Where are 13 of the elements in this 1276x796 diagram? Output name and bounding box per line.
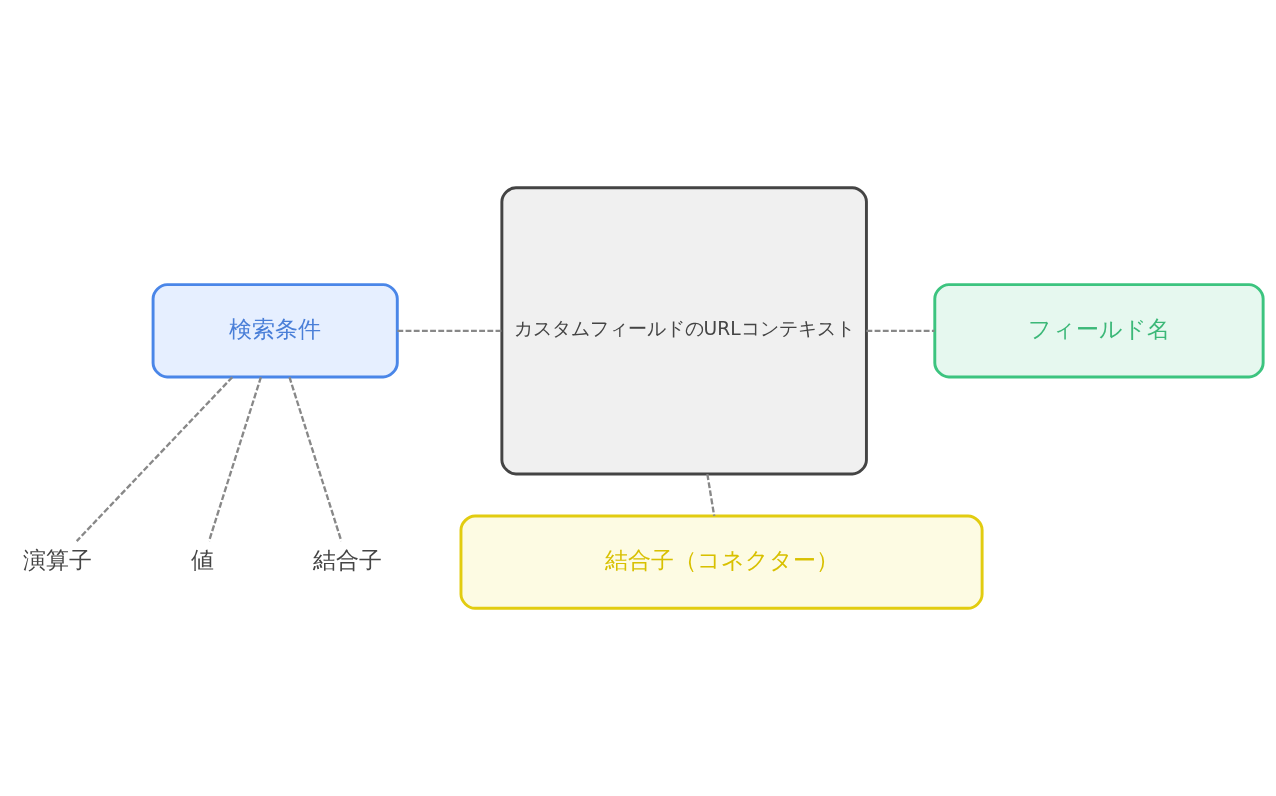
node-text: 値: [191, 546, 215, 575]
node-box: カスタムフィールドのURLコンテキスト: [500, 186, 868, 476]
connector: [207, 376, 262, 542]
node-text: 演算子: [23, 546, 93, 575]
connector: [288, 376, 343, 542]
connector: [75, 376, 234, 542]
node-box: 検索条件: [151, 283, 399, 379]
connector: [866, 329, 935, 332]
connector: [706, 473, 716, 517]
node-text: 結合子: [313, 546, 383, 575]
connector: [397, 329, 502, 332]
node-box: フィールド名: [933, 283, 1265, 379]
node-box: 結合子（コネクター）: [459, 514, 984, 610]
